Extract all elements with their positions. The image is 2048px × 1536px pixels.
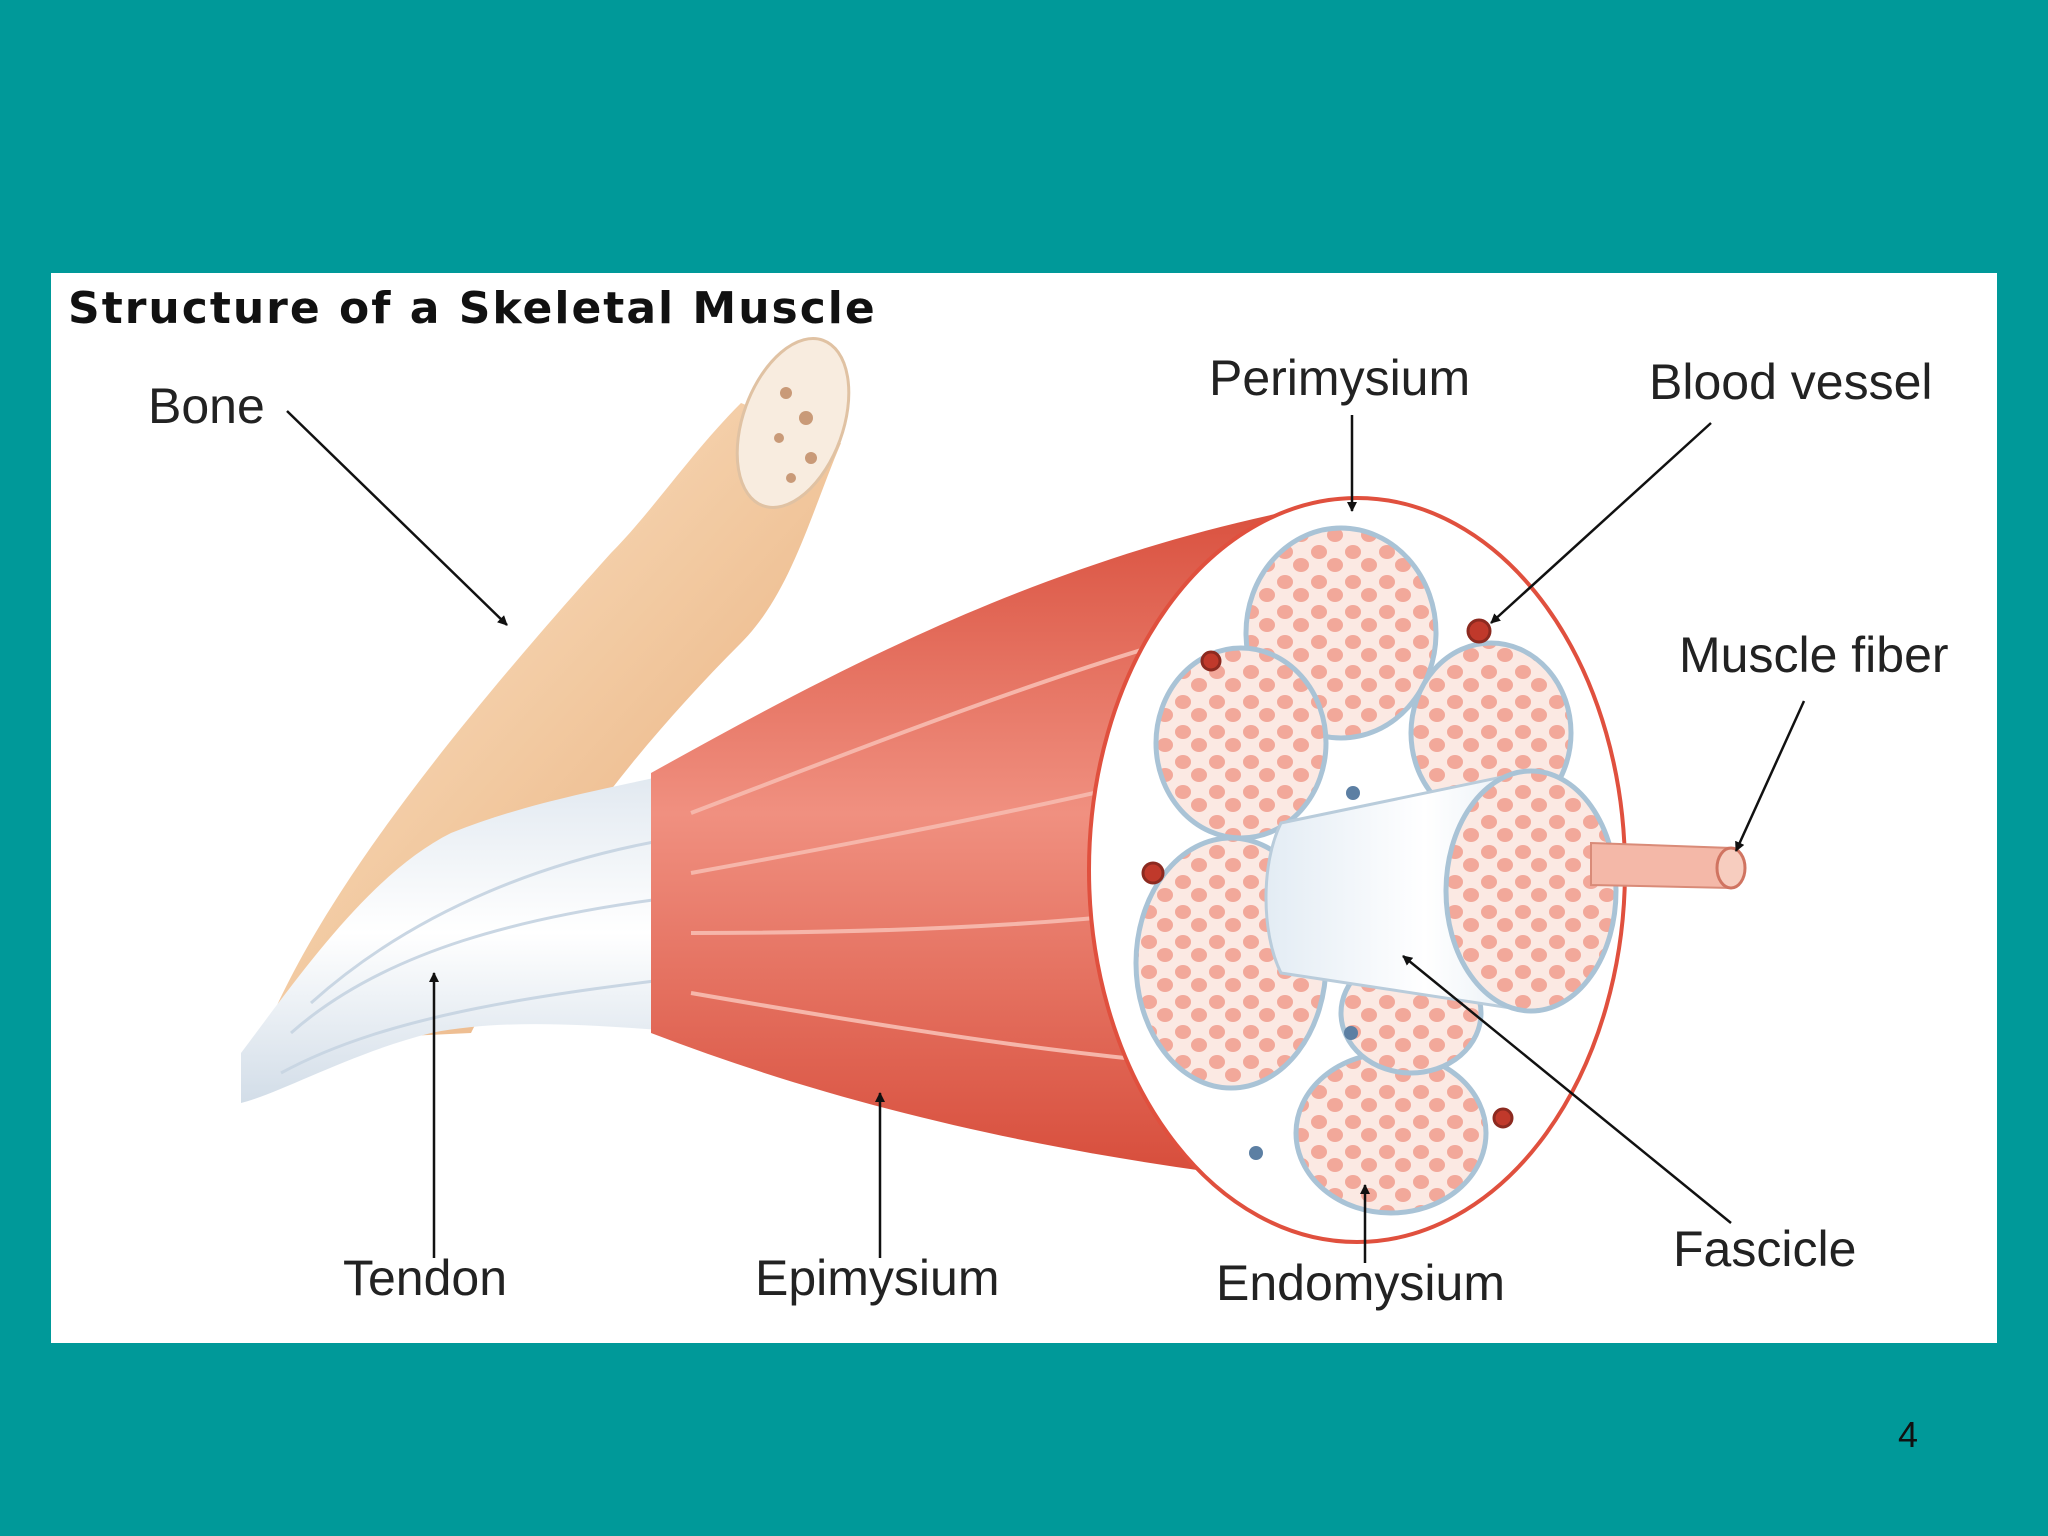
skeletal-muscle-diagram: Structure of a Skeletal Muscle Bone Peri… (68, 283, 1949, 1311)
diagram-title: Structure of a Skeletal Muscle (68, 283, 877, 334)
label-perimysium: Perimysium (1209, 350, 1470, 406)
figure-panel: Structure of a Skeletal Muscle Bone Peri… (51, 273, 1997, 1343)
label-epimysium: Epimysium (755, 1250, 999, 1306)
label-muscle-fiber: Muscle fiber (1679, 627, 1949, 683)
page-number: 4 (1898, 1414, 1919, 1455)
label-bone: Bone (148, 378, 265, 434)
label-tendon: Tendon (343, 1250, 507, 1306)
label-blood-vessel: Blood vessel (1649, 354, 1933, 410)
label-fascicle: Fascicle (1673, 1221, 1856, 1277)
muscle-fiber-shape (1590, 841, 1747, 890)
arrow-bone (286, 410, 508, 626)
fascicle-shape (1264, 768, 1619, 1014)
arrow-blood-vessel (1490, 422, 1712, 624)
arrow-fascicle (1402, 955, 1732, 1224)
label-endomysium: Endomysium (1216, 1255, 1505, 1311)
arrow-muscle-fiber (1734, 700, 1806, 852)
